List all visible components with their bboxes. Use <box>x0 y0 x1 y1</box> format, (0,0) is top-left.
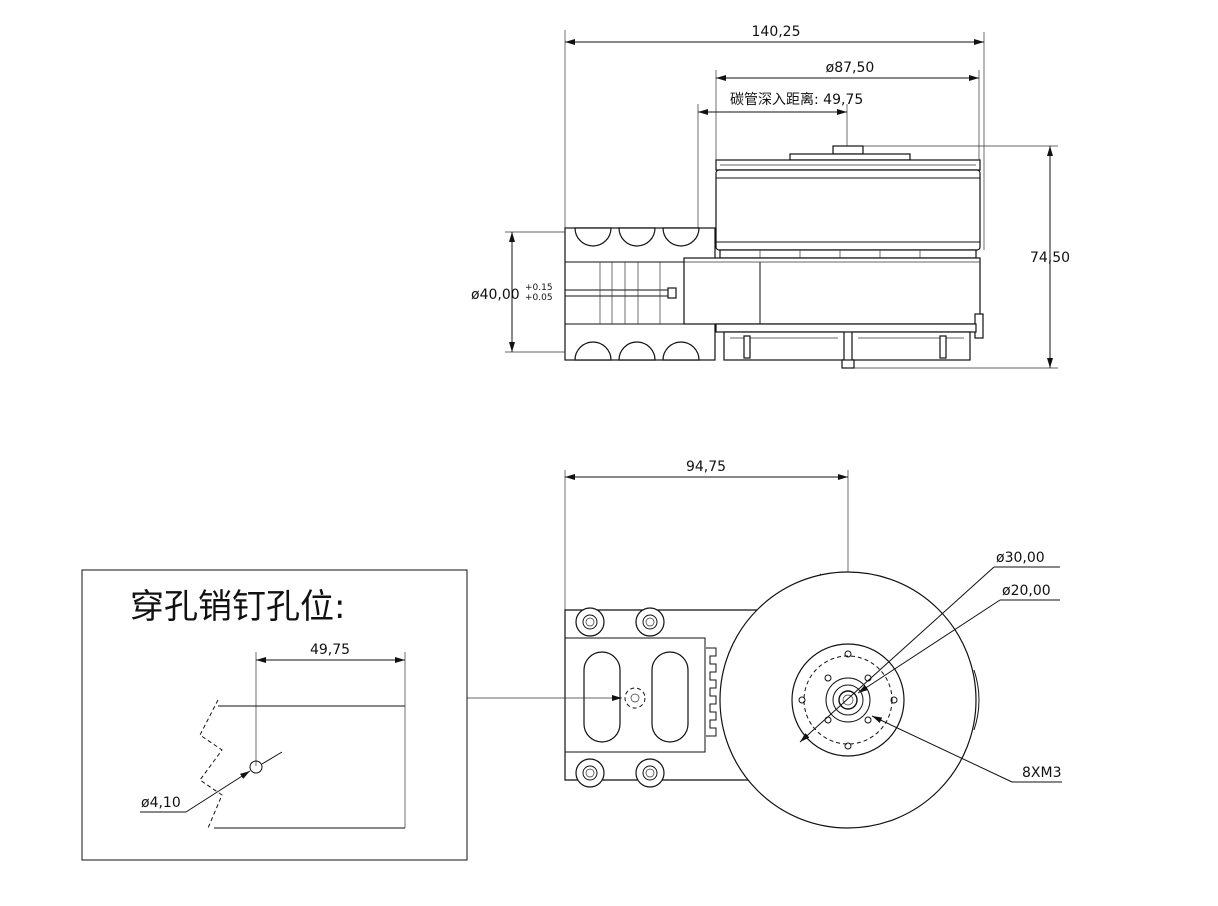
dim-tube-insert: 碳管深入距离: 49,75 <box>730 91 863 108</box>
dim-screws: 8XM3 <box>1022 765 1061 781</box>
dim-tube-diameter: ø40,00 <box>471 287 520 303</box>
dim-height: 74,50 <box>1030 250 1070 266</box>
dim-d30: ø30,00 <box>996 550 1045 566</box>
detail-dim-distance: 49,75 <box>310 642 350 658</box>
side-view: 140,25 ø87,50 碳管深入距离: 49,75 <box>471 24 1070 369</box>
dim-motor-diameter: ø87,50 <box>826 60 875 76</box>
dim-d20: ø20,00 <box>1002 583 1051 599</box>
detail-box: 穿孔销钉孔位: 49,75 ø4,10 <box>81 569 468 861</box>
detail-dim-hole: ø4,10 <box>141 795 181 811</box>
tol-lower: +0.05 <box>525 293 553 303</box>
dim-total-length: 140,25 <box>752 24 801 40</box>
dim-center-distance: 94,75 <box>686 459 726 475</box>
tol-upper: +0.15 <box>525 283 553 293</box>
detail-title: 穿孔销钉孔位: <box>130 587 345 627</box>
top-view: 94,75 ø3 <box>467 459 1062 829</box>
